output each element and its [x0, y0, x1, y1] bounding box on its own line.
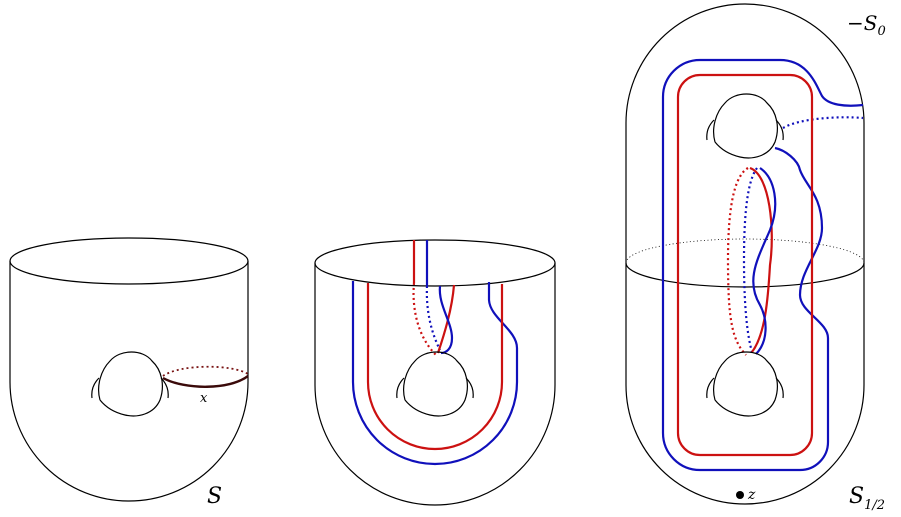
blue-curve-dotted — [782, 116, 864, 129]
red-strand-dotted — [412, 282, 437, 356]
label-S-half: S1/2 — [849, 484, 885, 513]
surface-2-hole-right-lip — [465, 377, 474, 399]
surface-S-body — [9, 261, 249, 502]
surface-S-top-rim — [9, 237, 249, 285]
surface-3-equator-back — [625, 238, 865, 264]
red-inner-dotted — [726, 167, 749, 356]
surface-2-top-rim — [314, 239, 556, 287]
blue-strand-solid — [438, 285, 454, 355]
blue-curve-big-right — [722, 146, 830, 472]
label-S-half-main: S — [849, 484, 864, 509]
surface-S-hole-left-lip — [91, 377, 100, 399]
red-curve-big — [676, 73, 814, 457]
surface-2-body — [314, 263, 556, 506]
label-minus-S0-main: −S — [847, 11, 877, 35]
blue-inner-dotted — [742, 167, 758, 353]
label-minus-S0: −S0 — [847, 11, 886, 39]
blue-inner-solid — [752, 167, 777, 355]
label-S: S — [207, 484, 222, 509]
surface-with-curves — [314, 239, 556, 506]
surface-2-hole-left-lip — [396, 377, 405, 399]
blue-curve-big — [661, 58, 864, 472]
surface-3-outline — [625, 3, 865, 505]
arc-x-dotted — [162, 365, 249, 377]
surface-3-hole-bottom-left-lip — [706, 377, 715, 399]
label-minus-S0-sub: 0 — [877, 24, 885, 39]
label-x: x — [200, 391, 208, 406]
closed-surface: −S0 z S1/2 — [625, 3, 886, 513]
surface-2-hole — [403, 351, 468, 417]
surface-3-hole-top-right-lip — [775, 119, 784, 141]
surface-S-hole-right-lip — [160, 377, 169, 399]
surface-3-hole-top-left-lip — [706, 119, 715, 141]
point-z-marker — [736, 491, 744, 499]
red-inner-solid — [749, 166, 773, 353]
surface-3-hole-bottom — [713, 351, 778, 417]
red-curve-outer — [366, 283, 504, 451]
label-z: z — [747, 487, 756, 503]
surface-S: x S — [9, 237, 249, 509]
blue-strand-dotted — [425, 285, 441, 351]
surface-3-hole-bottom-right-lip — [775, 377, 784, 399]
blue-curve-outer — [351, 281, 519, 466]
arc-x-solid — [162, 375, 249, 388]
surface-S-hole — [98, 351, 163, 417]
label-S-half-sub: 1/2 — [864, 498, 885, 513]
surface-3-hole-top — [713, 93, 778, 159]
